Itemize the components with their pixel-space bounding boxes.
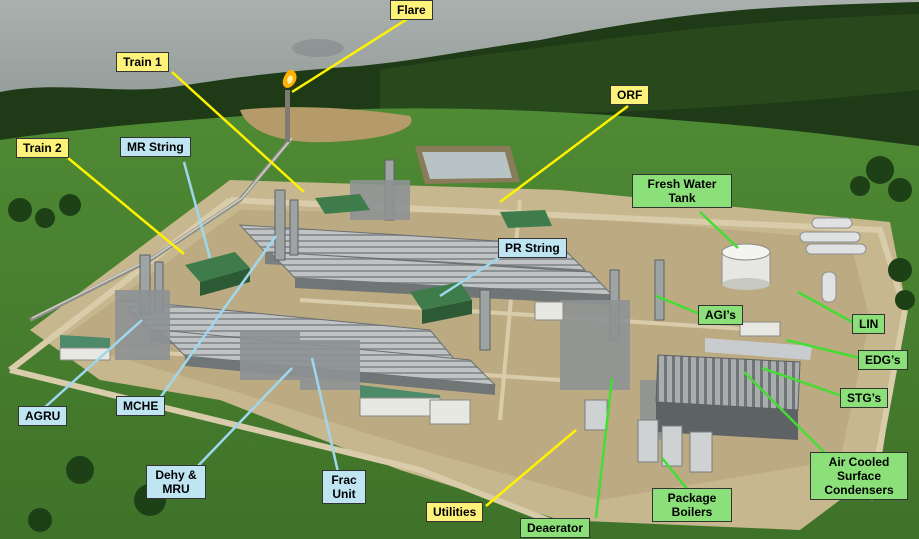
label-fresh-water-tank: Fresh Water Tank xyxy=(632,174,732,208)
forest-highlight xyxy=(380,14,919,113)
label-frac-unit: Frac Unit xyxy=(322,470,366,504)
label-lin: LIN xyxy=(852,314,886,334)
label-utilities: Utilities xyxy=(426,502,484,522)
label-agru: AGRU xyxy=(18,406,68,426)
label-package-boilers: Package Boilers xyxy=(652,488,732,522)
label-stgs: STG’s xyxy=(840,388,889,408)
label-deaerator: Deaerator xyxy=(520,518,591,538)
label-agis: AGI’s xyxy=(698,305,743,325)
label-mr-string: MR String xyxy=(120,137,191,157)
label-mche: MCHE xyxy=(116,396,166,416)
label-dehy-mru: Dehy & MRU xyxy=(146,465,206,499)
label-air-cooled-condensers: Air Cooled Surface Condensers xyxy=(810,452,908,500)
label-pr-string: PR String xyxy=(498,238,567,258)
flare-stack xyxy=(285,90,290,142)
fresh-water-tank xyxy=(721,243,771,290)
label-flare: Flare xyxy=(390,0,433,20)
flare-smoke xyxy=(292,39,344,57)
lin-tanks xyxy=(799,217,867,303)
label-edgs: EDG’s xyxy=(858,350,908,370)
perimeter-road xyxy=(8,197,908,528)
label-train-2: Train 2 xyxy=(16,138,69,158)
label-orf: ORF xyxy=(610,85,650,105)
label-train-1: Train 1 xyxy=(116,52,169,72)
